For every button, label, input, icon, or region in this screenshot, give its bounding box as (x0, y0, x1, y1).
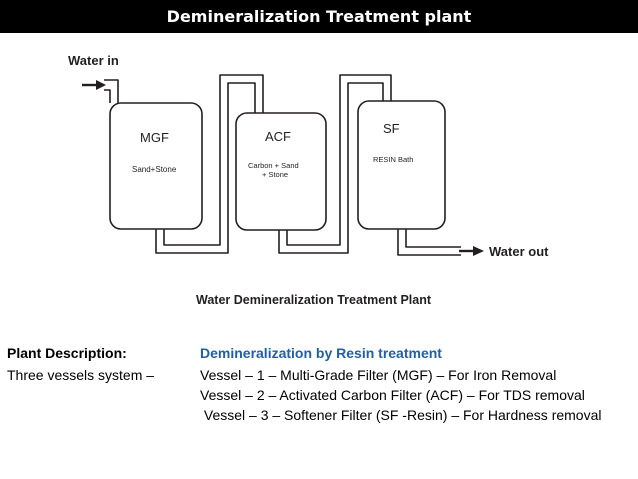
water-in-label: Water in (68, 53, 119, 68)
pipe-mgf-to-acf-inner (163, 74, 264, 246)
vessel-sf-name: SF (383, 121, 400, 136)
vessel-acf-media-line-1: Carbon + Sand (248, 161, 299, 170)
pipe-mgf-to-acf (155, 82, 256, 254)
vessel-line-1: Vessel – 1 – Multi-Grade Filter (MGF) – … (200, 367, 557, 383)
slide-title: Demineralization Treatment plant (0, 0, 638, 33)
water-out-label: Water out (489, 244, 549, 259)
vessel-line-3: Vessel – 3 – Softener Filter (SF -Resin)… (200, 407, 602, 423)
vessel-sf-media: RESIN Bath (373, 155, 413, 164)
plant-description-label: Plant Description: (7, 345, 127, 361)
pipe-acf-to-sf-inner (286, 74, 392, 246)
vessel-acf-media-line-2: + Stone (262, 170, 288, 179)
vessel-acf (235, 112, 327, 231)
outlet-pipe (397, 229, 461, 256)
pipe-acf-to-sf (278, 82, 384, 254)
inlet-pipe-lower (104, 89, 111, 103)
outlet-pipe-inner (405, 229, 461, 248)
vessel-sf (357, 100, 446, 230)
diagram-caption: Water Demineralization Treatment Plant (196, 293, 432, 307)
vessel-mgf-name: MGF (140, 130, 169, 145)
inlet-pipe (104, 79, 119, 103)
inlet-arrowhead-icon (96, 80, 106, 90)
vessel-mgf-media: Sand+Stone (132, 165, 177, 174)
three-vessels-label: Three vessels system – (7, 367, 155, 383)
vessel-acf-name: ACF (265, 129, 291, 144)
outlet-arrowhead-icon (473, 246, 484, 256)
vessel-line-2: Vessel – 2 – Activated Carbon Filter (AC… (200, 387, 585, 403)
treatment-plant-diagram: Water in Water out MGF Sand+Stone ACF Ca… (68, 53, 549, 307)
treatment-heading: Demineralization by Resin treatment (200, 345, 442, 361)
